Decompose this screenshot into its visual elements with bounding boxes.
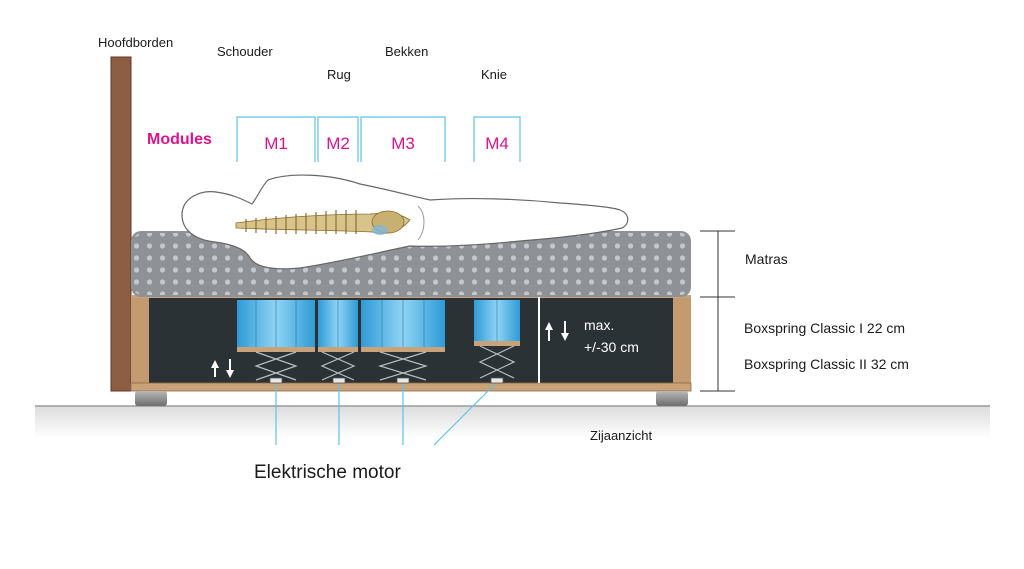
headboard-label: Hoofdborden xyxy=(98,35,173,50)
spine-icon xyxy=(235,210,411,235)
bed-foot-left xyxy=(135,391,167,406)
back-label: Rug xyxy=(327,67,351,82)
knee-label: Knie xyxy=(481,67,507,82)
module-outlines xyxy=(236,116,521,162)
module-label-m4: M4 xyxy=(485,134,509,153)
spring-module-m1 xyxy=(237,300,315,352)
module-label-m2: M2 xyxy=(326,134,350,153)
headboard xyxy=(110,56,132,392)
height-arrows-right xyxy=(545,321,569,341)
motor-units xyxy=(269,377,504,384)
module-label-m1: M1 xyxy=(264,134,288,153)
bed-foot-right xyxy=(656,391,688,406)
spring-module-m2 xyxy=(318,300,358,352)
boxspring-classic-2-label: Boxspring Classic II 32 cm xyxy=(744,356,909,372)
scissor-lifts xyxy=(254,345,516,381)
max-value-label: +/-30 cm xyxy=(584,339,639,355)
electric-motor-label: Elektrische motor xyxy=(254,462,401,483)
module-label-m3: M3 xyxy=(391,134,415,153)
side-view-label: Zijaanzicht xyxy=(590,428,653,443)
height-arrows-left xyxy=(211,359,234,378)
boxspring-classic-1-label: Boxspring Classic I 22 cm xyxy=(744,320,905,336)
pelvis-label: Bekken xyxy=(385,44,428,59)
spring-module-m4 xyxy=(474,300,520,346)
mattress-label: Matras xyxy=(745,251,788,267)
floor xyxy=(35,406,990,438)
motor-leader-lines xyxy=(275,383,496,446)
dimension-lines xyxy=(700,230,735,392)
shoulder-label: Schouder xyxy=(217,44,273,59)
spring-module-m3 xyxy=(361,300,445,352)
modules-title: Modules xyxy=(147,131,212,148)
max-label: max. xyxy=(584,317,614,333)
